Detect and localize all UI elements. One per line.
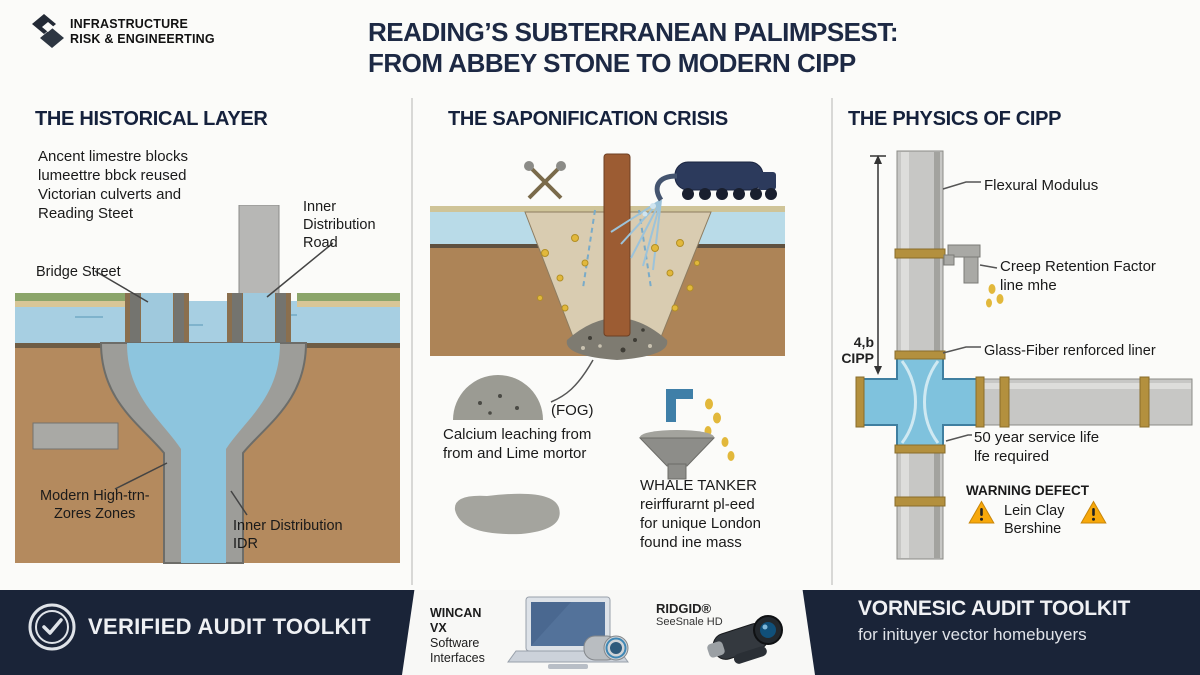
label-zones-line2: Zores Zones	[54, 506, 136, 522]
ridgid-brand: RIDGID®	[656, 601, 712, 616]
label-whale-line2: reirffurarnt pl-eed	[640, 496, 755, 513]
cipp-pipe-cross-diagram	[855, 150, 1193, 560]
label-whale-line3: for unique London	[640, 515, 761, 532]
saponified-mass-mound	[566, 318, 668, 360]
title-line-1: READING’S SUBTERRANEAN PALIMPSEST:	[368, 17, 899, 47]
label-idr-line1: Inner Distribution	[233, 518, 343, 534]
side-pipe-stub	[32, 422, 119, 450]
column-divider-right	[831, 98, 833, 585]
logo-line-1: INFRASTRUCTURE	[70, 17, 189, 31]
ridgid-text: RIDGID® SeeSnale HD	[656, 601, 731, 628]
label-dim-line1: 4,b	[853, 334, 874, 350]
wincan-line1: WINCAN VX	[430, 606, 482, 635]
historical-cross-section-diagram	[15, 205, 400, 564]
footer-right-subtitle: for inituyer vector homebuyers	[858, 625, 1087, 644]
label-service-life: 50 year service life lfe required	[974, 428, 1154, 466]
label-dimension: 4,b CIPP	[826, 334, 874, 366]
label-flexural-modulus: Flexural Modulus	[984, 177, 1099, 194]
label-calcium-line2: from and Lime mortor	[443, 445, 587, 462]
label-creep-line1: Creep Retention Factor	[1000, 258, 1156, 275]
label-clay-line1: Lein Clay	[1004, 503, 1065, 519]
warning-icon	[968, 500, 995, 524]
label-clay-line2: Bershine	[1004, 521, 1062, 537]
fog-globules	[537, 234, 700, 312]
saponification-diagram	[430, 153, 785, 535]
cipp-liner-junction	[855, 350, 985, 454]
label-creep-line2: line mhe	[1000, 277, 1057, 294]
inspection-camera-icon	[707, 615, 783, 664]
label-warning-defect: WARNING DEFECT	[966, 483, 1089, 498]
label-creep-retention: Creep Retention Factor line mhe	[1000, 257, 1180, 295]
company-logo-text: INFRASTRUCTURE RISK & ENGINEERTING	[70, 17, 215, 47]
label-road-line2: Distribution	[303, 217, 376, 233]
label-road-line1: Inner	[303, 199, 337, 215]
victorian-pipe	[603, 153, 631, 337]
funnel-icon	[638, 430, 735, 480]
panel-heading-historical: THE HISTORICAL LAYER	[35, 108, 268, 130]
dimension-line	[870, 155, 886, 375]
label-glass-fiber: Glass-Fiber renforced liner	[984, 343, 1156, 359]
column-divider-left	[411, 98, 413, 585]
faucet-icon	[666, 389, 721, 436]
historical-intro-text: Ancent limestre blocks lumeettre bbck re…	[38, 148, 189, 222]
title-line-2: FROM ABBEY STONE TO MODERN CIPP	[368, 48, 856, 78]
fog-deposit-icon	[453, 375, 543, 420]
panel-heading-physics: THE PHYSICS OF CIPP	[848, 108, 1062, 130]
central-culvert-funnel	[99, 342, 308, 564]
page-title: READING’S SUBTERRANEAN PALIMPSEST: FROM …	[368, 17, 908, 79]
label-whale-line4: found ine mass	[640, 534, 742, 551]
ridgid-model: SeeSnale HD	[656, 616, 723, 628]
panel-heading-saponification: THE SAPONIFICATION CRISIS	[448, 108, 728, 130]
tanker-truck-icon	[654, 161, 777, 202]
footer-right-title: VORNESIC AUDIT TOOLKIT	[858, 597, 1131, 620]
shovel-icon	[524, 161, 566, 200]
wincan-line3: Interfaces	[430, 651, 485, 665]
label-inner-distribution-road: Inner Distribution Road	[303, 198, 398, 252]
label-fog: (FOG)	[551, 402, 594, 419]
fatberg-blob	[454, 493, 560, 535]
label-lein-clay: Lein Clay Bershine	[1004, 502, 1084, 538]
label-bridge-street: Bridge Street	[36, 264, 121, 280]
label-zones-line1: Modern High-trn-	[40, 488, 150, 504]
label-service-line2: lfe required	[974, 448, 1050, 465]
label-whale-tanker: WHALE TANKER reirffurarnt pl-eed for uni…	[640, 476, 800, 552]
wincan-line2: Software	[430, 636, 480, 650]
idr-road-column	[238, 205, 280, 302]
company-logo-icon	[32, 14, 64, 48]
label-modern-zones: Modern High-trn- Zores Zones	[40, 487, 175, 523]
label-idr: Inner Distribution IDR	[233, 517, 368, 553]
jetting-spray	[610, 199, 662, 271]
label-service-line1: 50 year service life	[974, 429, 1100, 446]
logo-line-2: RISK & ENGINEERTING	[70, 32, 215, 46]
label-calcium: Calcium leaching from from and Lime mort…	[443, 425, 643, 463]
label-idr-line2: IDR	[233, 536, 258, 552]
warning-icon	[1080, 500, 1107, 524]
label-whale-line1: WHALE TANKER	[640, 477, 757, 494]
laptop-with-camera-icon	[507, 596, 629, 669]
verified-badge-icon	[28, 603, 76, 651]
label-calcium-line1: Calcium leaching from	[443, 426, 592, 443]
label-dim-line2: CIPP	[841, 350, 874, 366]
wincan-text: WINCAN VX Software Interfaces	[430, 606, 500, 666]
creep-faucet-icon	[943, 244, 1004, 308]
verified-toolkit-text: VERIFIED AUDIT TOOLKIT	[88, 614, 371, 639]
label-road-line3: Road	[303, 235, 338, 251]
